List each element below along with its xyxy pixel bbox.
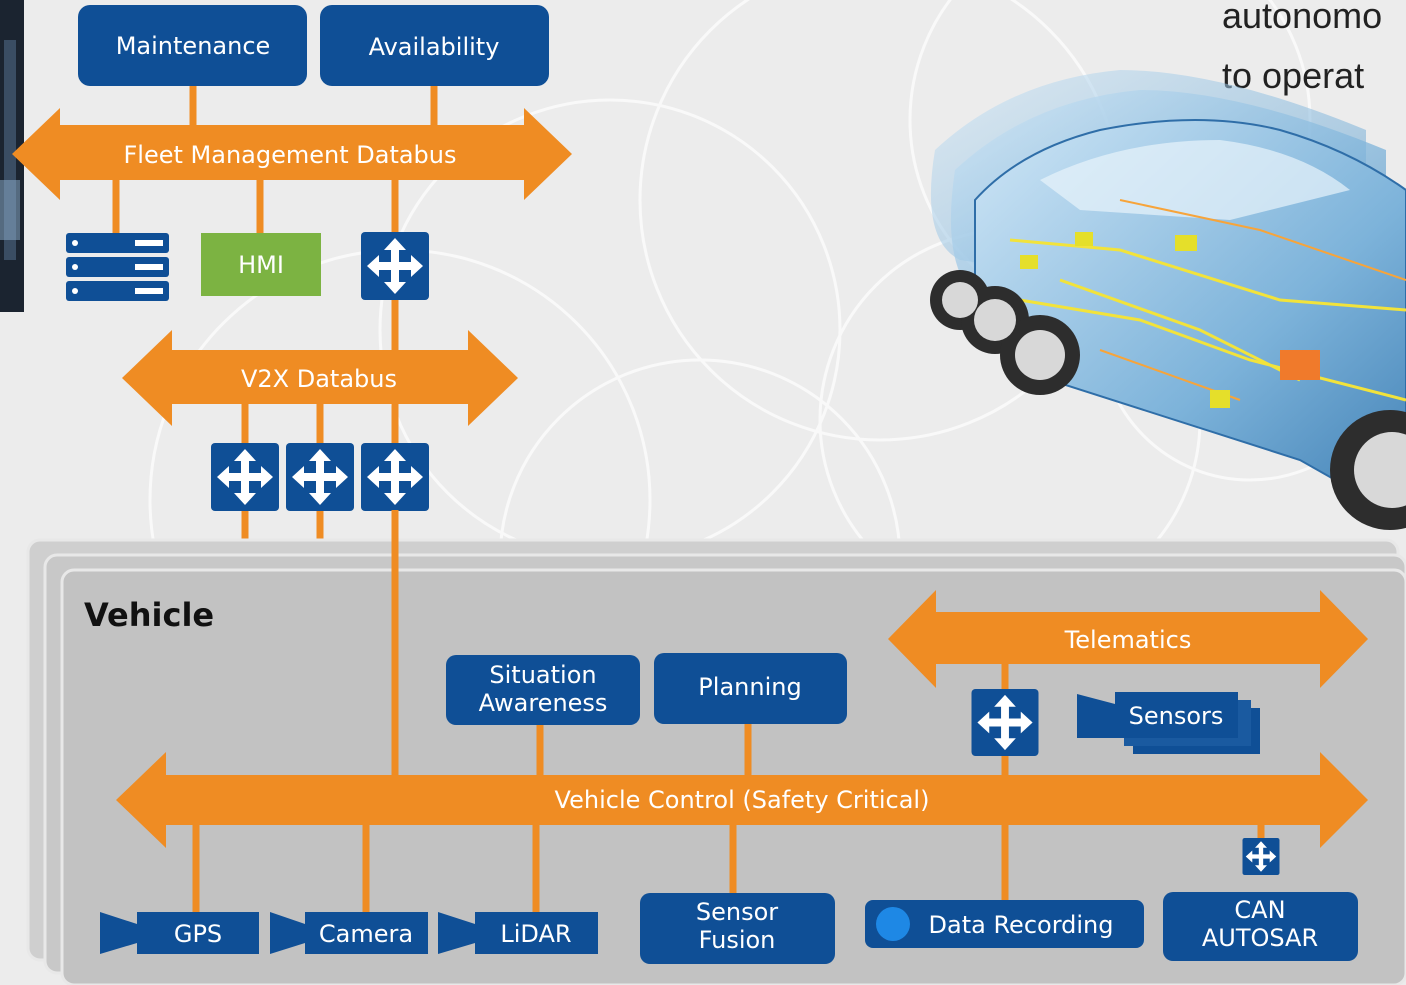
gps-label: GPS	[174, 920, 222, 948]
gps-box[interactable]: GPS	[100, 912, 259, 954]
planning-box[interactable]: Planning	[654, 653, 847, 724]
vehicle-control-bus: Vehicle Control (Safety Critical)	[116, 752, 1368, 848]
router-icon	[361, 232, 429, 300]
router-icon	[1242, 838, 1280, 875]
video-camera-icon	[100, 912, 137, 954]
situation-awareness-box[interactable]: Situation Awareness	[446, 655, 640, 725]
video-camera-icon	[270, 912, 305, 954]
server-stack-icon	[66, 233, 169, 301]
telematics-bus: Telematics	[888, 590, 1368, 688]
autosar-label: AUTOSAR	[1202, 924, 1318, 952]
vehicle-control-label: Vehicle Control (Safety Critical)	[555, 786, 930, 814]
can-label: CAN	[1234, 896, 1285, 924]
hmi-box[interactable]: HMI	[201, 233, 321, 296]
hmi-label: HMI	[238, 251, 284, 279]
can-autosar-box[interactable]: CAN AUTOSAR	[1163, 892, 1358, 961]
vehicle-title: Vehicle	[84, 596, 214, 634]
sensor-label: Sensor	[696, 898, 778, 926]
data-recording-label: Data Recording	[929, 911, 1114, 939]
lidar-box[interactable]: LiDAR	[438, 912, 598, 954]
planning-label: Planning	[698, 673, 801, 701]
fleet-databus-label: Fleet Management Databus	[123, 141, 456, 169]
camera-label: Camera	[319, 920, 413, 948]
awareness-label: Awareness	[479, 689, 608, 717]
v2x-databus: V2X Databus	[122, 330, 518, 426]
availability-box[interactable]: Availability	[320, 5, 549, 86]
situation-label: Situation	[489, 661, 596, 689]
fleet-management-databus: Fleet Management Databus	[12, 108, 572, 200]
v2x-databus-label: V2X Databus	[241, 365, 397, 393]
fusion-label: Fusion	[699, 926, 776, 954]
top-right-text-line-1: autonomo	[1222, 0, 1382, 36]
video-camera-icon	[438, 912, 475, 954]
vehicle-lines	[192, 660, 1265, 912]
camera-box[interactable]: Camera	[270, 912, 428, 954]
router-icon	[211, 443, 279, 511]
sensors-box[interactable]: Sensors	[1077, 692, 1260, 754]
availability-label: Availability	[369, 33, 500, 61]
sensors-label: Sensors	[1129, 702, 1224, 730]
data-recording-box[interactable]: Data Recording	[865, 900, 1144, 948]
maintenance-box[interactable]: Maintenance	[78, 5, 307, 86]
router-icon	[971, 689, 1039, 756]
car-illustration	[930, 70, 1406, 530]
sensor-fusion-box[interactable]: Sensor Fusion	[640, 893, 835, 964]
fleet-management-lines	[112, 86, 438, 350]
maintenance-label: Maintenance	[116, 32, 271, 60]
record-icon	[876, 907, 910, 941]
router-icon	[361, 443, 429, 511]
lidar-label: LiDAR	[500, 920, 571, 948]
router-icon	[286, 443, 354, 511]
telematics-label: Telematics	[1064, 626, 1192, 654]
